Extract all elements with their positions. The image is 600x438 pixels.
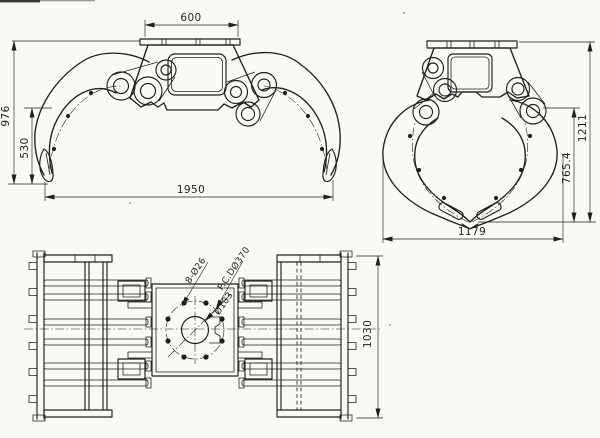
dimension-side-overall-width: 1179 — [382, 156, 564, 243]
mounting-plate — [139, 38, 241, 46]
dimension-overall-width: 1950 — [44, 180, 334, 201]
dim-plan-depth: 1030 — [362, 320, 374, 348]
dim-tip-height: 530 — [19, 137, 31, 158]
bolt-holes — [165, 300, 225, 360]
keyway-notch — [209, 316, 221, 344]
dim-top-width: 600 — [180, 12, 201, 24]
dimension-plan-depth: 1030 — [356, 255, 383, 419]
label-bolt-holes: 8-Ø26 — [183, 255, 208, 285]
dimension-top-width: 600 — [144, 12, 239, 37]
pivot-bosses — [117, 280, 273, 380]
right-tines — [238, 277, 342, 389]
label-center-bore: Ø183 — [212, 290, 235, 317]
left-pivot-cluster — [106, 59, 177, 106]
side-pivot-cluster-right — [505, 76, 547, 125]
label-pitch-circle: P.C.DØ370 — [215, 245, 252, 293]
left-tines — [43, 277, 152, 389]
dimension-jaw-height: 765.4 — [543, 107, 580, 223]
dim-side-overall-width: 1179 — [458, 226, 486, 238]
right-pivot-cluster — [223, 71, 278, 127]
dim-side-overall-height: 1211 — [577, 114, 589, 142]
grapple-body-side — [416, 47, 530, 101]
front-view-open: 600 976 530 1950 — [0, 12, 341, 201]
right-arm — [231, 51, 341, 183]
scan-artifacts — [0, 0, 405, 326]
dimension-overall-height: 976 — [0, 40, 140, 185]
dimension-tip-height: 530 — [19, 107, 52, 185]
dim-overall-height: 976 — [0, 105, 12, 126]
left-arm — [34, 52, 150, 183]
side-left-arm — [382, 99, 471, 229]
mounting-plate-side — [426, 40, 518, 49]
left-tine-rail — [28, 250, 46, 422]
dim-jaw-height: 765.4 — [561, 152, 573, 184]
right-tine-rail — [339, 250, 357, 422]
plan-view: 8-Ø26 P.C.DØ370 Ø183 1030 — [24, 245, 383, 422]
dim-overall-width: 1950 — [177, 184, 205, 196]
left-arm-frame — [43, 254, 113, 418]
side-pivot-cluster-left — [412, 56, 458, 126]
side-right-arm — [461, 99, 558, 230]
leader-center-bore: Ø183 — [204, 290, 236, 322]
grapple-body — [129, 44, 260, 111]
side-view-closed: 1211 765.4 1179 — [382, 40, 596, 243]
right-arm-frame — [276, 254, 342, 418]
